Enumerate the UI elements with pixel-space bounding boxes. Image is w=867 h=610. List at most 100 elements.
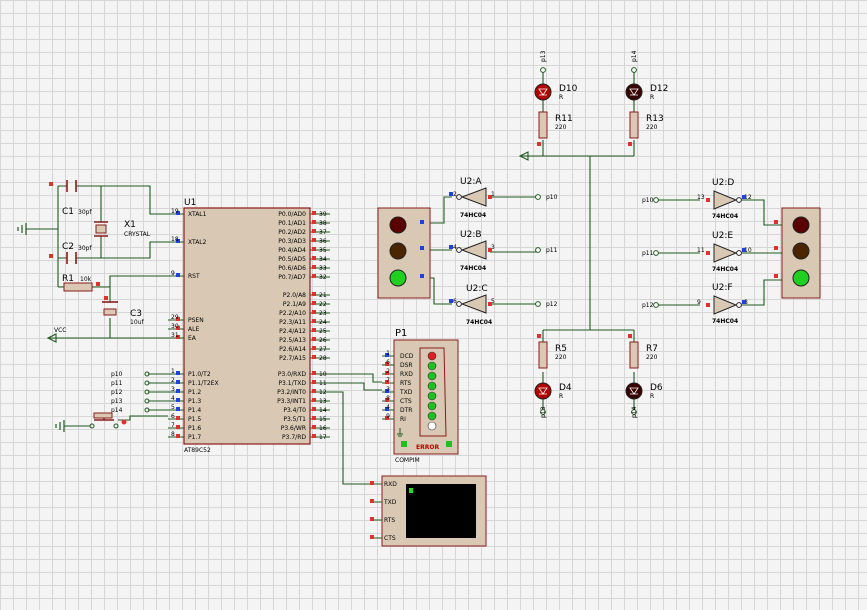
pin-name: P0.1/AD1 bbox=[278, 220, 306, 227]
virtual-terminal[interactable] bbox=[381, 475, 487, 547]
pin-number: 18 bbox=[171, 236, 179, 243]
capacitor-c1[interactable] bbox=[49, 180, 77, 192]
terminal-pin-txd[interactable]: TXD bbox=[370, 499, 397, 506]
crystal-x1[interactable] bbox=[94, 221, 108, 237]
serial-connector-p1[interactable] bbox=[393, 339, 459, 455]
pin-name: DSR bbox=[400, 362, 413, 369]
pin-name: RI bbox=[400, 416, 406, 423]
pin-name: XTAL1 bbox=[188, 211, 207, 218]
pin-number: 37 bbox=[319, 229, 327, 236]
pin-name: RST bbox=[188, 273, 200, 280]
pin-number: 6 bbox=[171, 413, 175, 420]
capacitor-c3[interactable] bbox=[102, 296, 118, 316]
traffic-light-left[interactable] bbox=[377, 207, 431, 299]
resistor-r1[interactable] bbox=[63, 282, 100, 292]
pin-number: 13 bbox=[319, 398, 327, 405]
pin-name: P2.5/A13 bbox=[279, 337, 306, 344]
terminal-pin-rxd[interactable]: RXD bbox=[370, 481, 397, 488]
pin-name: P2.7/A15 bbox=[279, 355, 306, 362]
pin-number: 10 bbox=[319, 371, 327, 378]
terminal-pin-rts[interactable]: RTS bbox=[370, 517, 395, 524]
terminal-pin-cts[interactable]: CTS bbox=[370, 535, 396, 542]
pin-name: P0.2/AD2 bbox=[278, 229, 306, 236]
pin-name: P2.4/A12 bbox=[279, 328, 306, 335]
mcu-pin-6[interactable]: 6 P1.5 bbox=[168, 413, 201, 423]
gate-in-pin: 11 bbox=[697, 247, 705, 254]
pin-name: P0.3/AD3 bbox=[278, 238, 306, 245]
c2-ref: C2 bbox=[62, 242, 74, 252]
led-ref: D4 bbox=[559, 383, 572, 393]
gate-ref: U2:F bbox=[712, 283, 733, 293]
reset-button[interactable] bbox=[89, 412, 127, 429]
pin-name: P0.0/AD0 bbox=[278, 211, 306, 218]
capacitor-c2[interactable] bbox=[49, 252, 77, 264]
pin-name: P1.2 bbox=[188, 389, 201, 396]
traffic-light-right[interactable] bbox=[774, 207, 821, 299]
pin-name: RXD bbox=[384, 481, 397, 488]
led-value: R bbox=[559, 393, 563, 400]
pin-number: 14 bbox=[319, 407, 327, 414]
pin-name: P1.5 bbox=[188, 416, 201, 423]
mcu-u1[interactable] bbox=[183, 207, 311, 445]
pin-number: 35 bbox=[319, 247, 327, 254]
mcu-pin-37[interactable]: 37 P0.2/AD2 bbox=[278, 229, 330, 236]
p1-part: COMPIM bbox=[395, 457, 420, 464]
